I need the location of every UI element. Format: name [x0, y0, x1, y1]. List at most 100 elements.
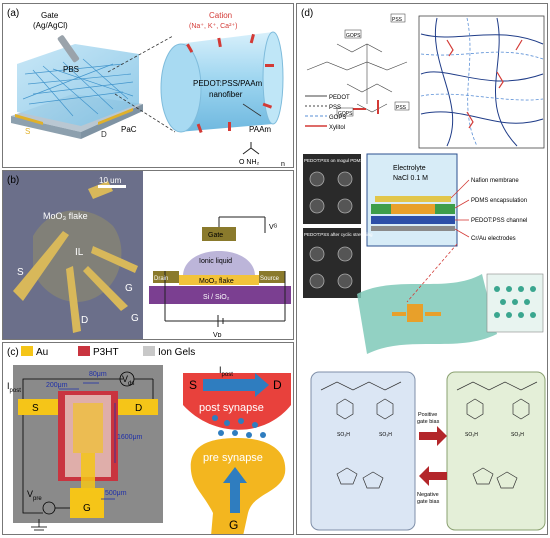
micro-g1-label: G: [125, 283, 133, 294]
legend-p3ht-swatch: [78, 346, 90, 356]
source-electrode: [15, 114, 43, 125]
legend-au: Au: [36, 347, 48, 358]
gops-tag-2: GOPS: [338, 111, 353, 117]
panel-d: (d) PSS GOPS GOPS PSS PEDOT PSS GOPS Xyl…: [296, 3, 548, 535]
panel-a-label: (a): [7, 8, 19, 19]
state-box-right: [446, 371, 546, 531]
drain-label: Drain: [154, 276, 168, 282]
negative-bias-arrow: [419, 466, 447, 486]
micro-d-label: D: [81, 315, 88, 326]
paam-label: PAAm: [249, 125, 271, 134]
dim-1600-label: 1600μm: [117, 434, 143, 441]
panel-d-figure: (d) PSS GOPS GOPS PSS PEDOT PSS GOPS Xyl…: [301, 8, 546, 531]
drain-d-label: D: [135, 403, 142, 414]
cation-sub-label: (Na⁺, K⁺, Ca²⁺): [189, 23, 237, 30]
device-schematic: [149, 216, 291, 327]
panel-b-figure: (b) 10 um MoO₃ flake IL S G D G Gate Vᴳ …: [3, 171, 291, 339]
nanofiber-label-1: PEDOT:PSS/PAAm: [193, 79, 263, 88]
micro-s-label: S: [17, 267, 24, 278]
panel-c: (c) Au P3HT Ion Gels Ipost 200μm 80μm Vd…: [2, 342, 294, 535]
layer-pdms: PDMS encapsulation: [471, 198, 527, 204]
layer-crau: Cr/Au electrodes: [471, 236, 516, 242]
dim-80-label: 80μm: [89, 371, 107, 378]
legend-ion-gels: Ion Gels: [158, 347, 195, 358]
legend-ion-swatch: [143, 346, 155, 356]
crau-electrodes: [371, 226, 455, 231]
gate-sub-label: (Ag/AgCl): [33, 21, 68, 30]
drain-label: D: [101, 130, 107, 139]
cation-label: Cation: [209, 11, 232, 20]
micro-g2-label: G: [131, 313, 139, 324]
pss-tag-2: PSS: [396, 105, 407, 111]
source-pad: [18, 399, 58, 415]
circuit-wires: [22, 371, 154, 531]
state-box-left: [310, 371, 416, 531]
right-arrow: [203, 373, 269, 397]
il-label: IL: [75, 247, 84, 258]
paam-structure: [242, 142, 260, 155]
polymer-structure: [306, 43, 408, 113]
pbs-label: PBS: [63, 65, 79, 74]
nanofiber-mesh: [22, 58, 134, 117]
panel-c-label: (c): [7, 347, 19, 358]
paam-formula: O NH₂: [239, 159, 260, 166]
layer-nafion: Nafion membrane: [471, 178, 519, 184]
electrolyte-label-1: Electrolyte: [393, 165, 426, 172]
so3h-right-1: SO₃H: [465, 432, 478, 438]
network-crosslinks: [446, 39, 523, 129]
sem-image-1: [303, 154, 361, 224]
panel-b-label: (b): [7, 175, 19, 186]
paam-n: n: [281, 161, 285, 168]
molecule-right: [456, 381, 538, 489]
gate-g-label: G: [83, 503, 91, 514]
sem1-label: PEDOT:PSS on mogul PDMS: [304, 158, 363, 163]
panel-d-label: (d): [301, 8, 313, 19]
nanofiber-cylinder: [178, 32, 273, 132]
sem-image-2: [303, 228, 361, 298]
neurotransmitter-dots: [212, 415, 266, 438]
layer-pedot: PEDOT:PSS channel: [471, 218, 527, 224]
so3h-right-2: SO₃H: [511, 432, 524, 438]
panel-a-figure: (a) Gate (Ag/AgCl) PBS S D PaC Cation (N…: [7, 8, 285, 168]
source-label: S: [25, 127, 30, 136]
drain-electrode: [98, 108, 133, 125]
legend-au-swatch: [21, 346, 33, 356]
gate-label: Gate: [41, 11, 59, 20]
source-label: Source: [260, 276, 280, 282]
syn-s-label: S: [189, 378, 197, 392]
scale-bar: [98, 185, 126, 188]
so3h-left-1: SO₃H: [337, 432, 350, 438]
negative-bias-label-2: gate bias: [417, 499, 440, 505]
scale-label: 10 um: [99, 176, 122, 185]
gops-tag: GOPS: [346, 33, 361, 39]
positive-bias-label-1: Positive: [418, 412, 437, 418]
network-diagram: [418, 15, 545, 149]
source-s-label: S: [32, 403, 39, 414]
dim-500-label: 500μm: [105, 490, 127, 497]
pedot-channel: [371, 216, 455, 224]
network-chains: [420, 17, 544, 147]
pac-label: PaC: [121, 125, 137, 134]
gate-box-label: Gate: [208, 232, 223, 239]
xylitol-marks: [352, 100, 379, 114]
so3h-left-2: SO₃H: [379, 432, 392, 438]
electrolyte-label-2: NaCl 0.1 M: [393, 175, 428, 182]
nafion-layer: [375, 196, 451, 202]
gate-pad: [70, 488, 104, 518]
panel-c-figure: (c) Au P3HT Ion Gels Ipost 200μm 80μm Vd…: [7, 346, 291, 534]
sem2-label: PEDOT:PSS after cyclic stretching: [304, 232, 373, 237]
syn-ipost-label: Ipost: [219, 365, 233, 378]
syn-g-label: G: [229, 518, 238, 532]
pbs-gel: [17, 44, 139, 126]
up-arrow: [223, 467, 247, 513]
moo3-label: MoO₃ flake: [43, 211, 88, 221]
layer-leader-lines: [450, 179, 470, 238]
legend-pss: PSS: [329, 105, 341, 111]
panel-b: (b) 10 um MoO₃ flake IL S G D G Gate Vᴳ …: [2, 170, 294, 340]
legend-xylitol: Xylitol: [329, 125, 345, 131]
flake-label: MoO₃ flake: [199, 278, 234, 285]
legend-p3ht: P3HT: [93, 347, 119, 358]
pss-tag: PSS: [392, 17, 403, 23]
pre-synapse-label: pre synapse: [203, 452, 263, 464]
vg-label: Vᴳ: [269, 224, 278, 231]
